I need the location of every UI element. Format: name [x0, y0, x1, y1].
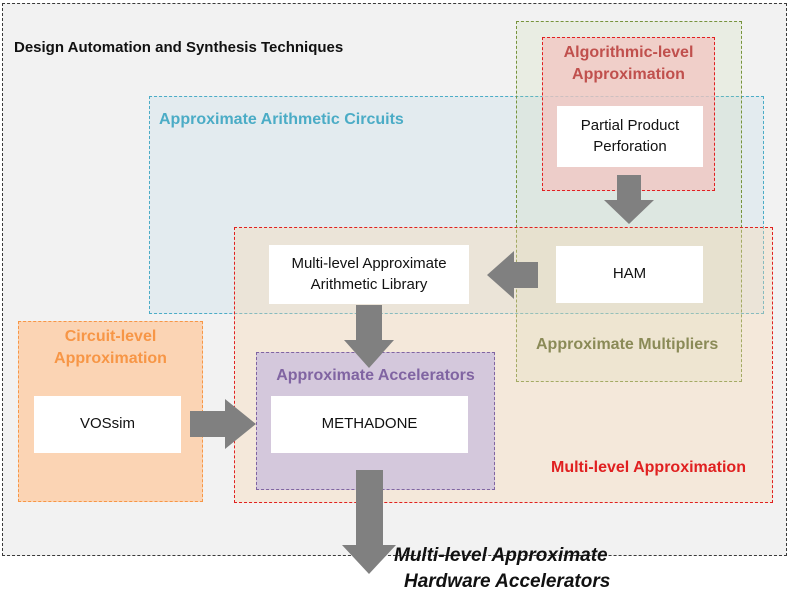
ham-label: HAM	[612, 265, 647, 283]
arrow-library-to-accelerators	[344, 305, 394, 368]
arrow-perforation-to-ham	[604, 175, 654, 224]
approx-multipliers-label: Approximate Multipliers	[536, 336, 719, 353]
multi-level-approx-label: Multi-level Approximation	[551, 459, 746, 476]
arrow-vossim-to-methadone	[190, 399, 256, 449]
output-label-line1: Multi-level Approximate	[394, 545, 608, 566]
output-label: Multi-level Approximate Hardware Acceler…	[394, 543, 610, 594]
arithmetic-library-line1: Multi-level Approximate	[291, 255, 447, 273]
arithmetic-library-line2: Arithmetic Library	[310, 275, 428, 293]
algorithmic-approx-label: Algorithmic-level Approximation	[542, 42, 715, 87]
algorithmic-approx-label-line2: Approximation	[572, 66, 685, 84]
design-automation-label: Design Automation and Synthesis Techniqu…	[14, 39, 344, 56]
arrow-accelerators-to-output	[342, 470, 396, 574]
methadone-box: METHADONE	[271, 396, 468, 453]
vossim-box: VOSsim	[34, 396, 181, 453]
ham-box: HAM	[556, 246, 703, 303]
circuit-approx-label-line1: Circuit-level	[64, 328, 157, 345]
partial-product-line2: Perforation	[593, 137, 667, 155]
algorithmic-approx-label-line1: Algorithmic-level	[563, 44, 694, 61]
vossim-label: VOSsim	[79, 415, 135, 433]
output-label-line2: Hardware Accelerators	[404, 570, 611, 592]
methadone-label: METHADONE	[321, 415, 418, 433]
partial-product-line1: Partial Product	[580, 117, 680, 135]
circuit-approx-label: Circuit-level Approximation	[18, 326, 203, 371]
circuit-approx-label-line2: Approximation	[54, 350, 167, 368]
arithmetic-library-box: Multi-level Approximate Arithmetic Libra…	[269, 245, 469, 304]
approx-accelerators-label: Approximate Accelerators	[276, 367, 475, 384]
approx-arithmetic-label: Approximate Arithmetic Circuits	[159, 111, 404, 128]
partial-product-perforation-box: Partial Product Perforation	[557, 106, 703, 167]
arrow-ham-to-library	[487, 251, 538, 299]
